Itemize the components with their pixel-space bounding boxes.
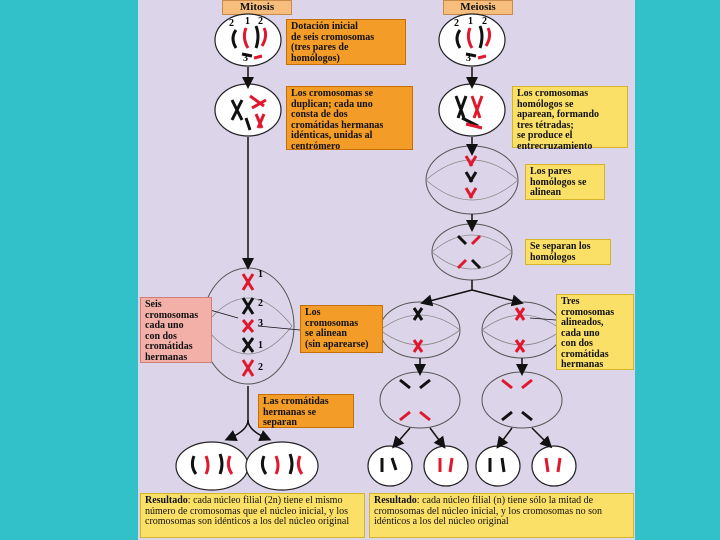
label-meiosis-pair: Los cromosomas homólogos se aparean, for… [512, 86, 628, 148]
label-mitosis-duplicate: Los cromosomas se duplican; cada uno con… [286, 86, 413, 150]
num-label: 1 [468, 16, 473, 27]
meiosis-anaphase-left [380, 372, 460, 428]
label-mitosis-split: Las cromátidas hermanas se separan [258, 394, 354, 428]
mitosis-duplicated-cell [215, 84, 281, 136]
label-mitosis-align: Los cromosomas se alinean (sin aparearse… [300, 305, 383, 353]
label-meiosis-three: Tres cromosomas alineados, cada uno con … [556, 294, 634, 370]
num-label: 2 [482, 16, 487, 27]
result-meiosis-bold: Resultado [374, 495, 417, 506]
meiosis-spindle-two [432, 224, 512, 280]
mitosis-daughter-cell-left [176, 442, 248, 490]
mitosis-spindle [202, 268, 294, 384]
num-label: 3 [243, 53, 248, 64]
num-label: 2 [258, 362, 263, 373]
num-label: 2 [229, 18, 234, 29]
result-mitosis-bold: Resultado [145, 495, 188, 506]
num-label: 2 [454, 18, 459, 29]
meiosis-spindle-one [426, 146, 518, 214]
num-label: 1 [258, 340, 263, 351]
result-meiosis: Resultado: cada núcleo filial (n) tiene … [369, 493, 634, 538]
meiosis-daughter-cells [368, 446, 576, 486]
label-mitosis-initial: Dotación inicial de seis cromosomas (tre… [286, 19, 406, 65]
label-mitosis-six: Seis cromosomas cada uno con dos cromáti… [140, 297, 212, 363]
result-mitosis: Resultado: cada núcleo filial (2n) tiene… [140, 493, 365, 538]
num-label: 1 [245, 16, 250, 27]
num-label: 2 [258, 16, 263, 27]
meiosis-spindle-left [380, 302, 460, 358]
num-label: 3 [258, 318, 263, 329]
label-meiosis-separate: Se separan los homólogos [525, 239, 611, 265]
num-label: 3 [466, 53, 471, 64]
mitosis-daughter-cell-right [246, 442, 318, 490]
meiosis-spindle-right [482, 302, 562, 358]
num-label: 2 [258, 298, 263, 309]
meiosis-tetrad-cell [439, 84, 505, 136]
label-meiosis-align: Los pares homólogos se alinean [525, 164, 605, 200]
num-label: 1 [258, 269, 263, 280]
meiosis-anaphase-right [482, 372, 562, 428]
